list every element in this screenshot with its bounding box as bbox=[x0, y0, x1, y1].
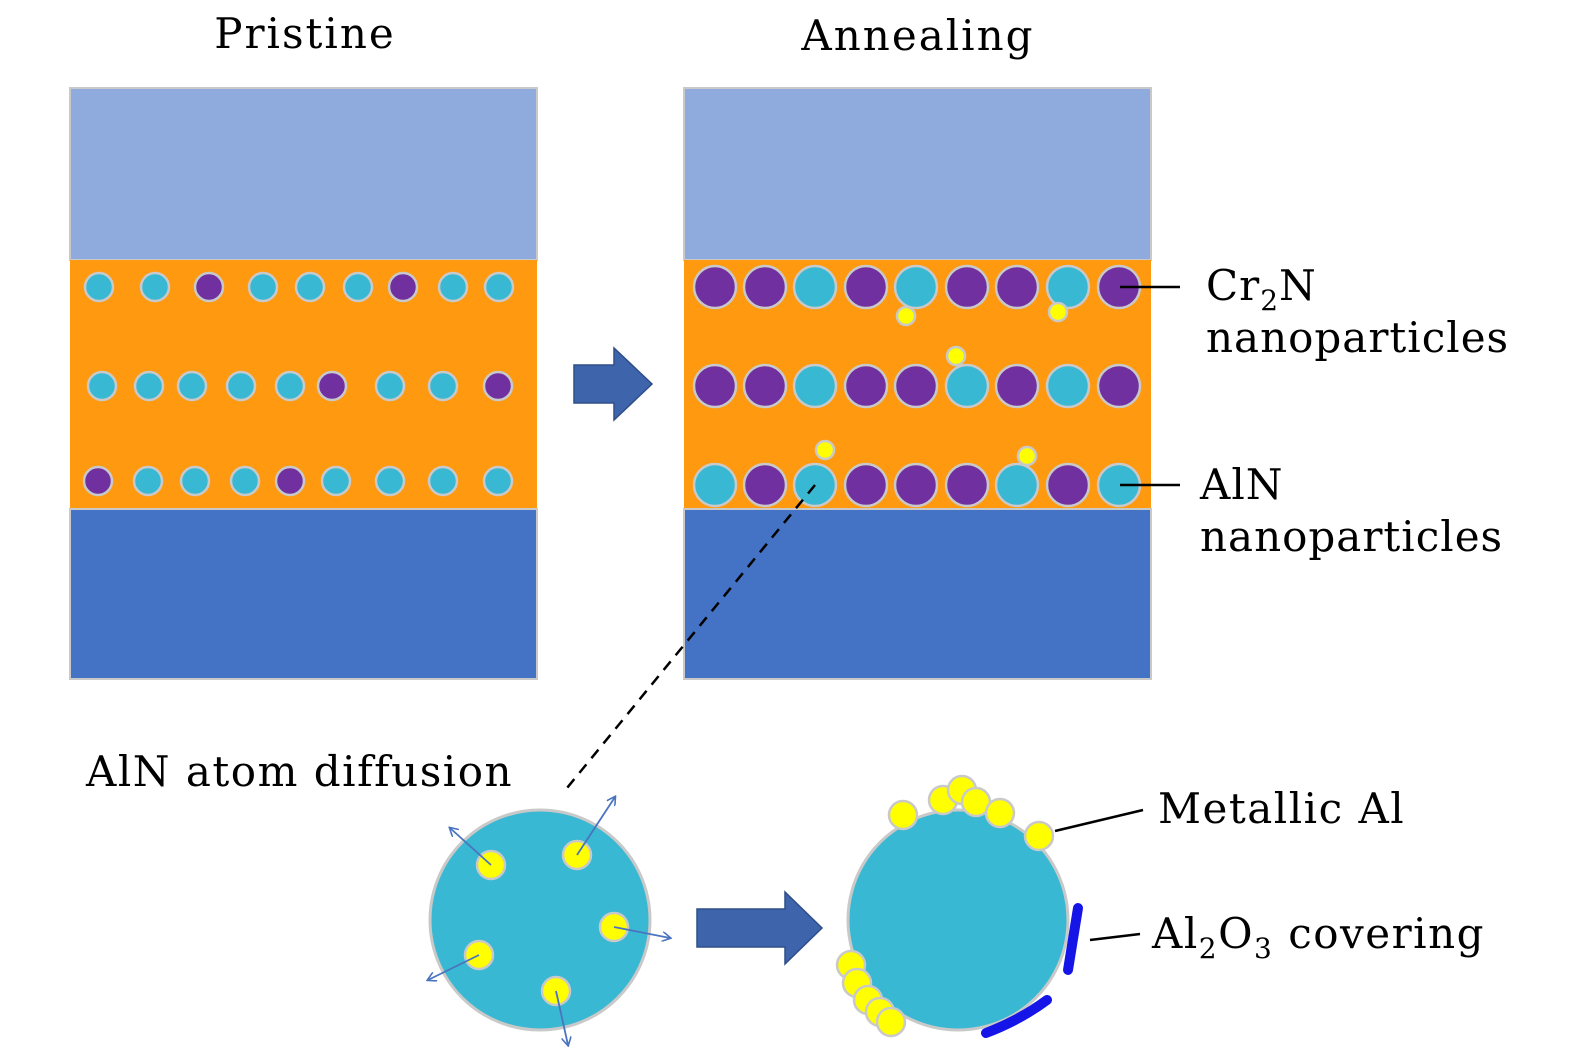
annealing-stack bbox=[683, 87, 1152, 680]
aln-nanoparticle bbox=[133, 370, 165, 402]
cr2n-nanoparticle bbox=[274, 465, 306, 497]
cr2n-nanoparticle bbox=[843, 264, 889, 310]
cr2n-nanoparticle bbox=[387, 271, 419, 303]
diffusion-arrow bbox=[428, 954, 480, 980]
aln-particle-after bbox=[835, 774, 1083, 1038]
metallic-al-atom bbox=[984, 797, 1016, 829]
aln-nanoparticle bbox=[132, 465, 164, 497]
aln-nanoparticle bbox=[225, 370, 257, 402]
cr2n-nanoparticle bbox=[692, 363, 738, 409]
aln-nanoparticle bbox=[374, 370, 406, 402]
pristine-bottom-layer bbox=[69, 508, 538, 680]
metallic-al-atom bbox=[945, 345, 967, 367]
cr2n-nanoparticle bbox=[843, 363, 889, 409]
cr2n-nanoparticle bbox=[482, 370, 514, 402]
metallic-al-atom bbox=[875, 1006, 907, 1038]
aln-nanoparticle bbox=[482, 465, 514, 497]
aln-nanoparticle bbox=[342, 271, 374, 303]
aln-nanoparticle bbox=[247, 271, 279, 303]
aln-nanoparticle bbox=[320, 465, 352, 497]
aln-nanoparticle bbox=[427, 370, 459, 402]
aln-nanoparticle bbox=[692, 462, 738, 508]
pristine-particles bbox=[82, 271, 515, 497]
aln-zoom-particle-right bbox=[846, 808, 1070, 1032]
process-arrow-top bbox=[573, 346, 654, 422]
aln-nanoparticle bbox=[792, 363, 838, 409]
annealing-bottom-layer bbox=[683, 508, 1152, 680]
aln-nanoparticle bbox=[176, 370, 208, 402]
diffusion-arrow bbox=[450, 828, 492, 866]
aln-nanoparticle bbox=[374, 465, 406, 497]
aln-nanoparticle bbox=[893, 264, 939, 310]
aln-nanoparticle bbox=[274, 370, 306, 402]
aln-nanoparticle bbox=[229, 465, 261, 497]
cr2n-nanoparticle bbox=[994, 363, 1040, 409]
aln-nanoparticle bbox=[1045, 363, 1091, 409]
aln-nanoparticle bbox=[792, 264, 838, 310]
metallic-al-atom bbox=[1023, 820, 1055, 852]
al2o3-covering-arc-bottom bbox=[981, 995, 1052, 1038]
aln-nanoparticle bbox=[83, 271, 115, 303]
cr2n-nanoparticle bbox=[692, 264, 738, 310]
cr2n-nanoparticle bbox=[843, 462, 889, 508]
cr2n-nanoparticle bbox=[893, 363, 939, 409]
cr2n-nanoparticle bbox=[893, 462, 939, 508]
aln-nanoparticle bbox=[294, 271, 326, 303]
cr2n-nanoparticle bbox=[1045, 462, 1091, 508]
metallic-al-atom bbox=[1047, 301, 1069, 323]
annealing-top-layer bbox=[683, 87, 1152, 261]
diffusion-arrow bbox=[613, 926, 670, 938]
cr2n-nanoparticle bbox=[742, 363, 788, 409]
title-pristine: Pristine bbox=[214, 9, 396, 58]
pristine-top-layer bbox=[69, 87, 538, 261]
metallic-al-surface-atoms bbox=[835, 774, 1055, 1038]
metallic-al-leader-line bbox=[1054, 808, 1144, 833]
diffusion-arrow bbox=[576, 797, 615, 856]
pristine-stack bbox=[69, 87, 538, 680]
cr2n-nanoparticle bbox=[742, 264, 788, 310]
aln-nanoparticle bbox=[944, 363, 990, 409]
metallic-al-atom bbox=[814, 439, 836, 461]
metallic-al-label: Metallic Al bbox=[1158, 784, 1405, 833]
zoom-dashed-line bbox=[566, 484, 816, 789]
diffusion-arrow bbox=[555, 990, 568, 1045]
cr2n-label-word: nanoparticles bbox=[1206, 313, 1509, 362]
aln-nanoparticle bbox=[483, 271, 515, 303]
aln-nanoparticle bbox=[437, 271, 469, 303]
cr2n-nanoparticle bbox=[994, 264, 1040, 310]
cr2n-nanoparticle bbox=[742, 462, 788, 508]
al2o3-leader-line bbox=[1089, 932, 1141, 942]
cr2n-nanoparticle bbox=[944, 264, 990, 310]
cr2n-label-formula: Cr2N bbox=[1206, 261, 1317, 317]
aln-nanoparticle bbox=[139, 271, 171, 303]
al2o3-covering-arc-right bbox=[1063, 903, 1083, 975]
cr2n-nanoparticle bbox=[193, 271, 225, 303]
aln-label-formula: AlN bbox=[1199, 460, 1284, 509]
al2o3-label: Al2O3 covering bbox=[1151, 909, 1485, 965]
aln-nanoparticle bbox=[427, 465, 459, 497]
annealing-metallic-al-atoms bbox=[814, 301, 1069, 467]
annealing-particles bbox=[692, 264, 1142, 508]
metallic-al-atom bbox=[1016, 445, 1038, 467]
aln-label-word: nanoparticles bbox=[1200, 512, 1503, 561]
aln-nanoparticle bbox=[179, 465, 211, 497]
diffusion-label: AlN atom diffusion bbox=[85, 747, 513, 796]
cr2n-nanoparticle bbox=[1096, 363, 1142, 409]
aln-nanoparticle bbox=[1045, 264, 1091, 310]
cr2n-nanoparticle bbox=[82, 465, 114, 497]
metallic-al-atom bbox=[887, 799, 919, 831]
aln-particle-diffusion bbox=[428, 797, 670, 1045]
aln-nanoparticle bbox=[994, 462, 1040, 508]
cr2n-nanoparticle bbox=[944, 462, 990, 508]
process-arrow-bottom bbox=[696, 890, 824, 966]
diffusion-atoms bbox=[428, 797, 670, 1045]
aln-nanoparticle bbox=[86, 370, 118, 402]
metallic-al-atom bbox=[895, 305, 917, 327]
cr2n-nanoparticle bbox=[316, 370, 348, 402]
title-annealing: Annealing bbox=[800, 11, 1034, 60]
